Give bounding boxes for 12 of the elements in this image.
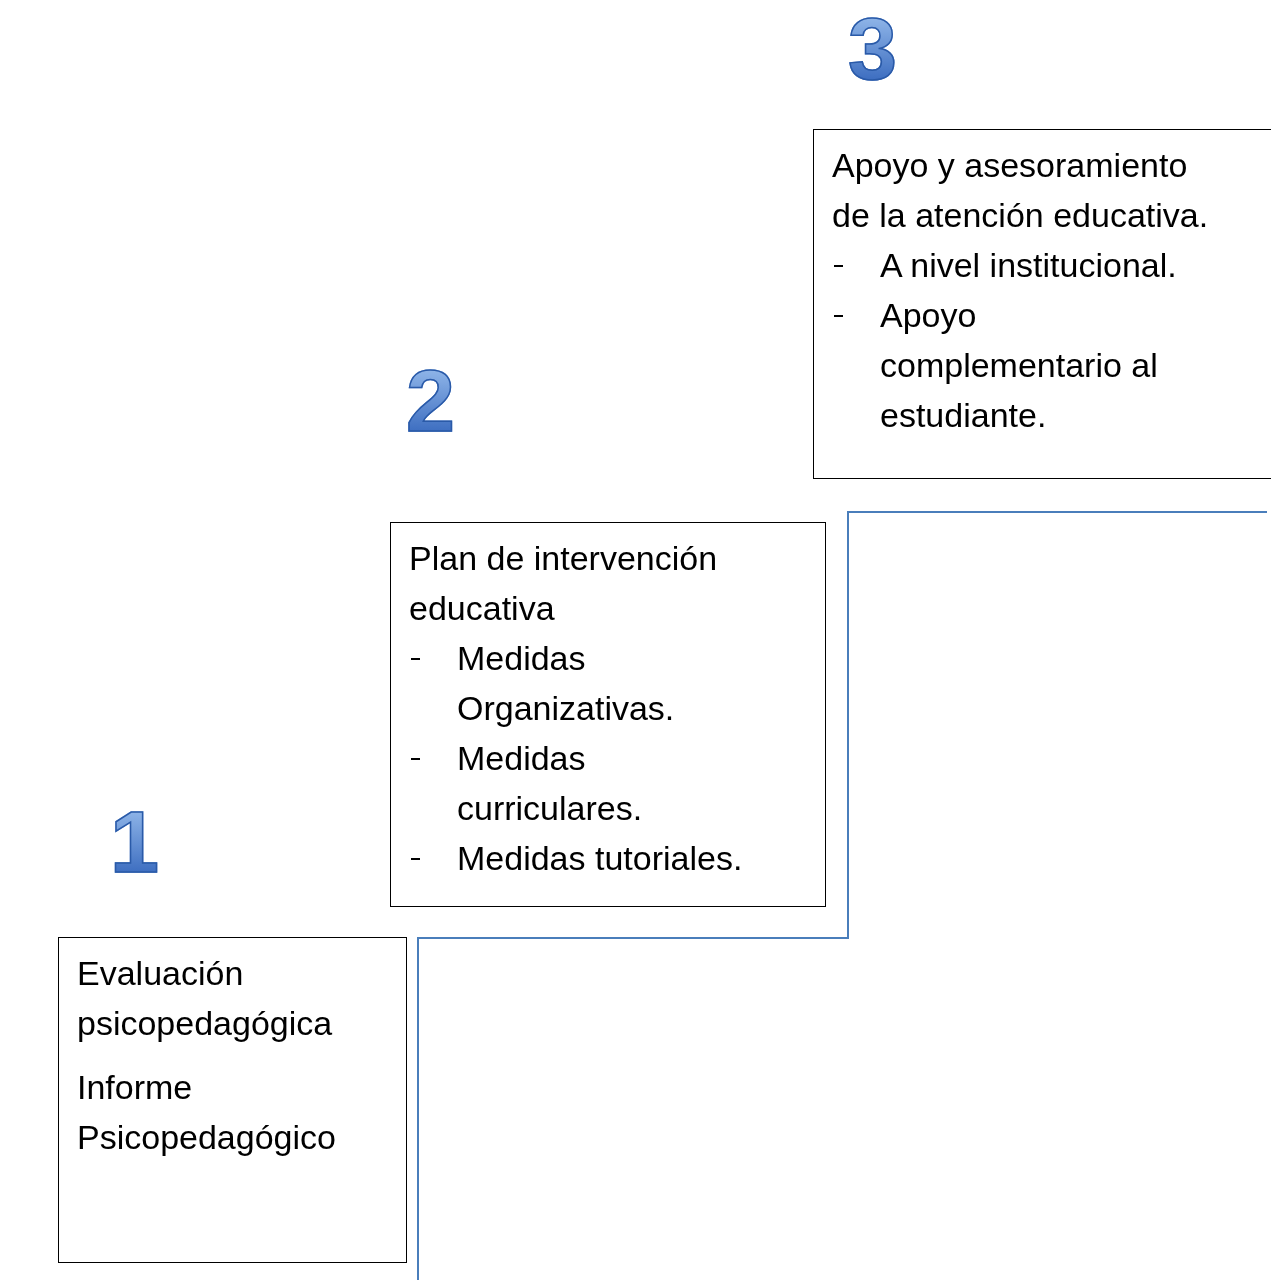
step-box	[58, 937, 407, 1263]
step-box	[390, 522, 826, 907]
step-title: Evaluación psicopedagógica	[77, 953, 334, 1044]
list-item: Medidas Organizativas.	[457, 639, 675, 727]
list-item: A nivel institucional.	[880, 246, 1177, 284]
list-item: Medidas curriculares.	[457, 739, 643, 827]
step-title: Plan de intervención educativa	[409, 538, 719, 629]
list-item: Medidas tutoriales.	[457, 839, 743, 877]
list-item: Apoyo complementario al estudiante.	[880, 296, 1158, 434]
step-box	[813, 129, 1271, 479]
step-text: Informe Psicopedagógico	[77, 1067, 337, 1158]
step-title: Apoyo y asesoramiento de la atención educativa.	[832, 145, 1210, 236]
